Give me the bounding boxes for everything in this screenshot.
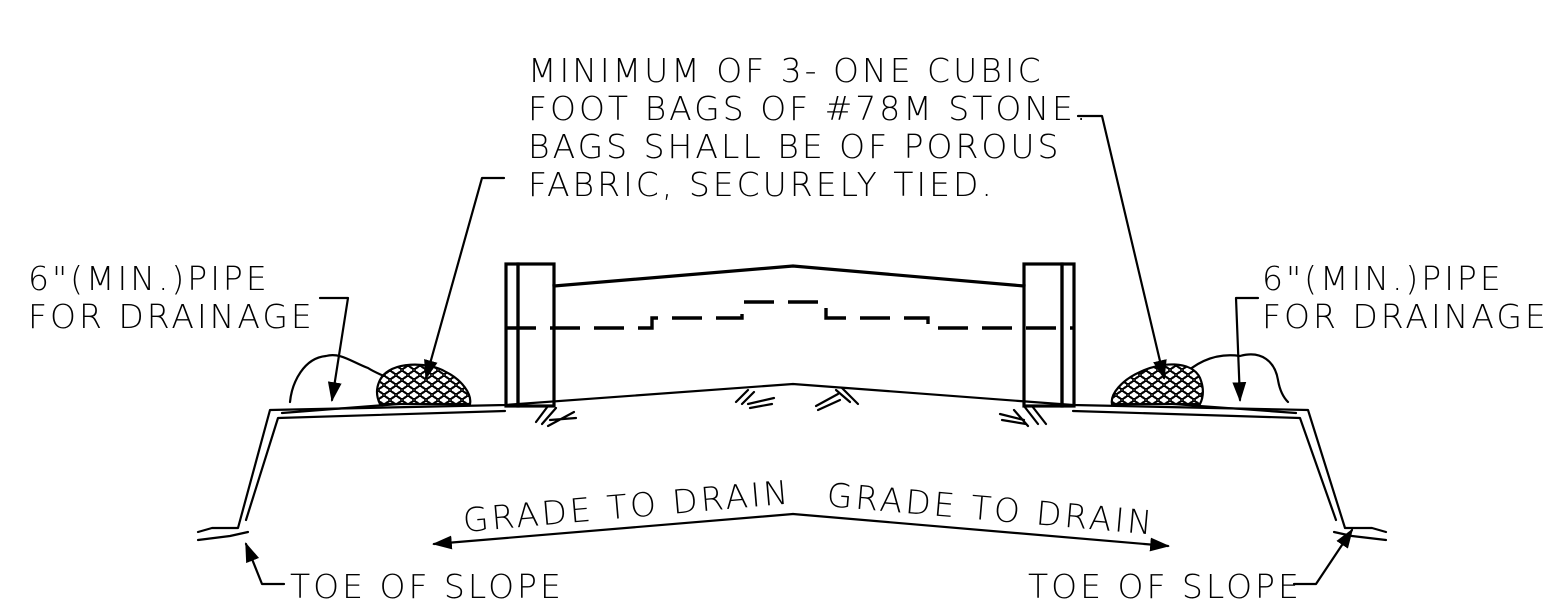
pipe-label-right-line2: FOR DRAINAGE [1262, 297, 1549, 336]
ground-profile [196, 382, 1388, 534]
pipe-label-right-line1: 6"(MIN.)PIPE [1262, 259, 1504, 298]
stone-fill-left [377, 364, 471, 404]
grade-arrow-left [432, 512, 795, 550]
entrance-structure [504, 262, 1076, 408]
note-line-4: FABRIC, SECURELY TIED. [528, 165, 995, 204]
note-stone-bags: MINIMUM OF 3- ONE CUBIC FOOT BAGS OF #78… [528, 51, 1089, 204]
toe-label-right: TOE OF SLOPE [1028, 567, 1302, 606]
top-board [552, 264, 1026, 288]
berm-right [1178, 353, 1290, 404]
toe-label-left: TOE OF SLOPE [290, 567, 564, 606]
toe-ground-left [196, 530, 250, 542]
leader-toe-left [244, 542, 286, 586]
grade-label-right: GRADE TO DRAIN [825, 475, 1156, 543]
pipe-label-left-line2: FOR DRAINAGE [28, 297, 315, 336]
leaders [244, 114, 1354, 586]
grass-tufts [534, 386, 1048, 428]
pipe-label-left-line1: 6"(MIN.)PIPE [28, 259, 270, 298]
grade-arrow-right [791, 512, 1170, 552]
grade-label-left: GRADE TO DRAIN [461, 472, 792, 540]
leader-note-right [1076, 114, 1167, 380]
note-line-1: MINIMUM OF 3- ONE CUBIC [528, 51, 1044, 90]
leader-pipe-left [318, 296, 350, 402]
leader-toe-right [1292, 528, 1354, 586]
toe-ground-right [1332, 530, 1388, 542]
leader-note-left [424, 176, 506, 380]
stone-fill-right [1111, 364, 1203, 404]
note-line-2: FOOT BAGS OF #78M STONE. [528, 89, 1089, 128]
fill-surface-inner [244, 409, 507, 522]
dashed-surface [506, 300, 1074, 330]
berm-left [288, 354, 390, 404]
fill-surface-inner-right [1071, 409, 1338, 522]
leader-pipe-right [1232, 296, 1260, 402]
note-line-3: BAGS SHALL BE OF POROUS [528, 127, 1061, 166]
